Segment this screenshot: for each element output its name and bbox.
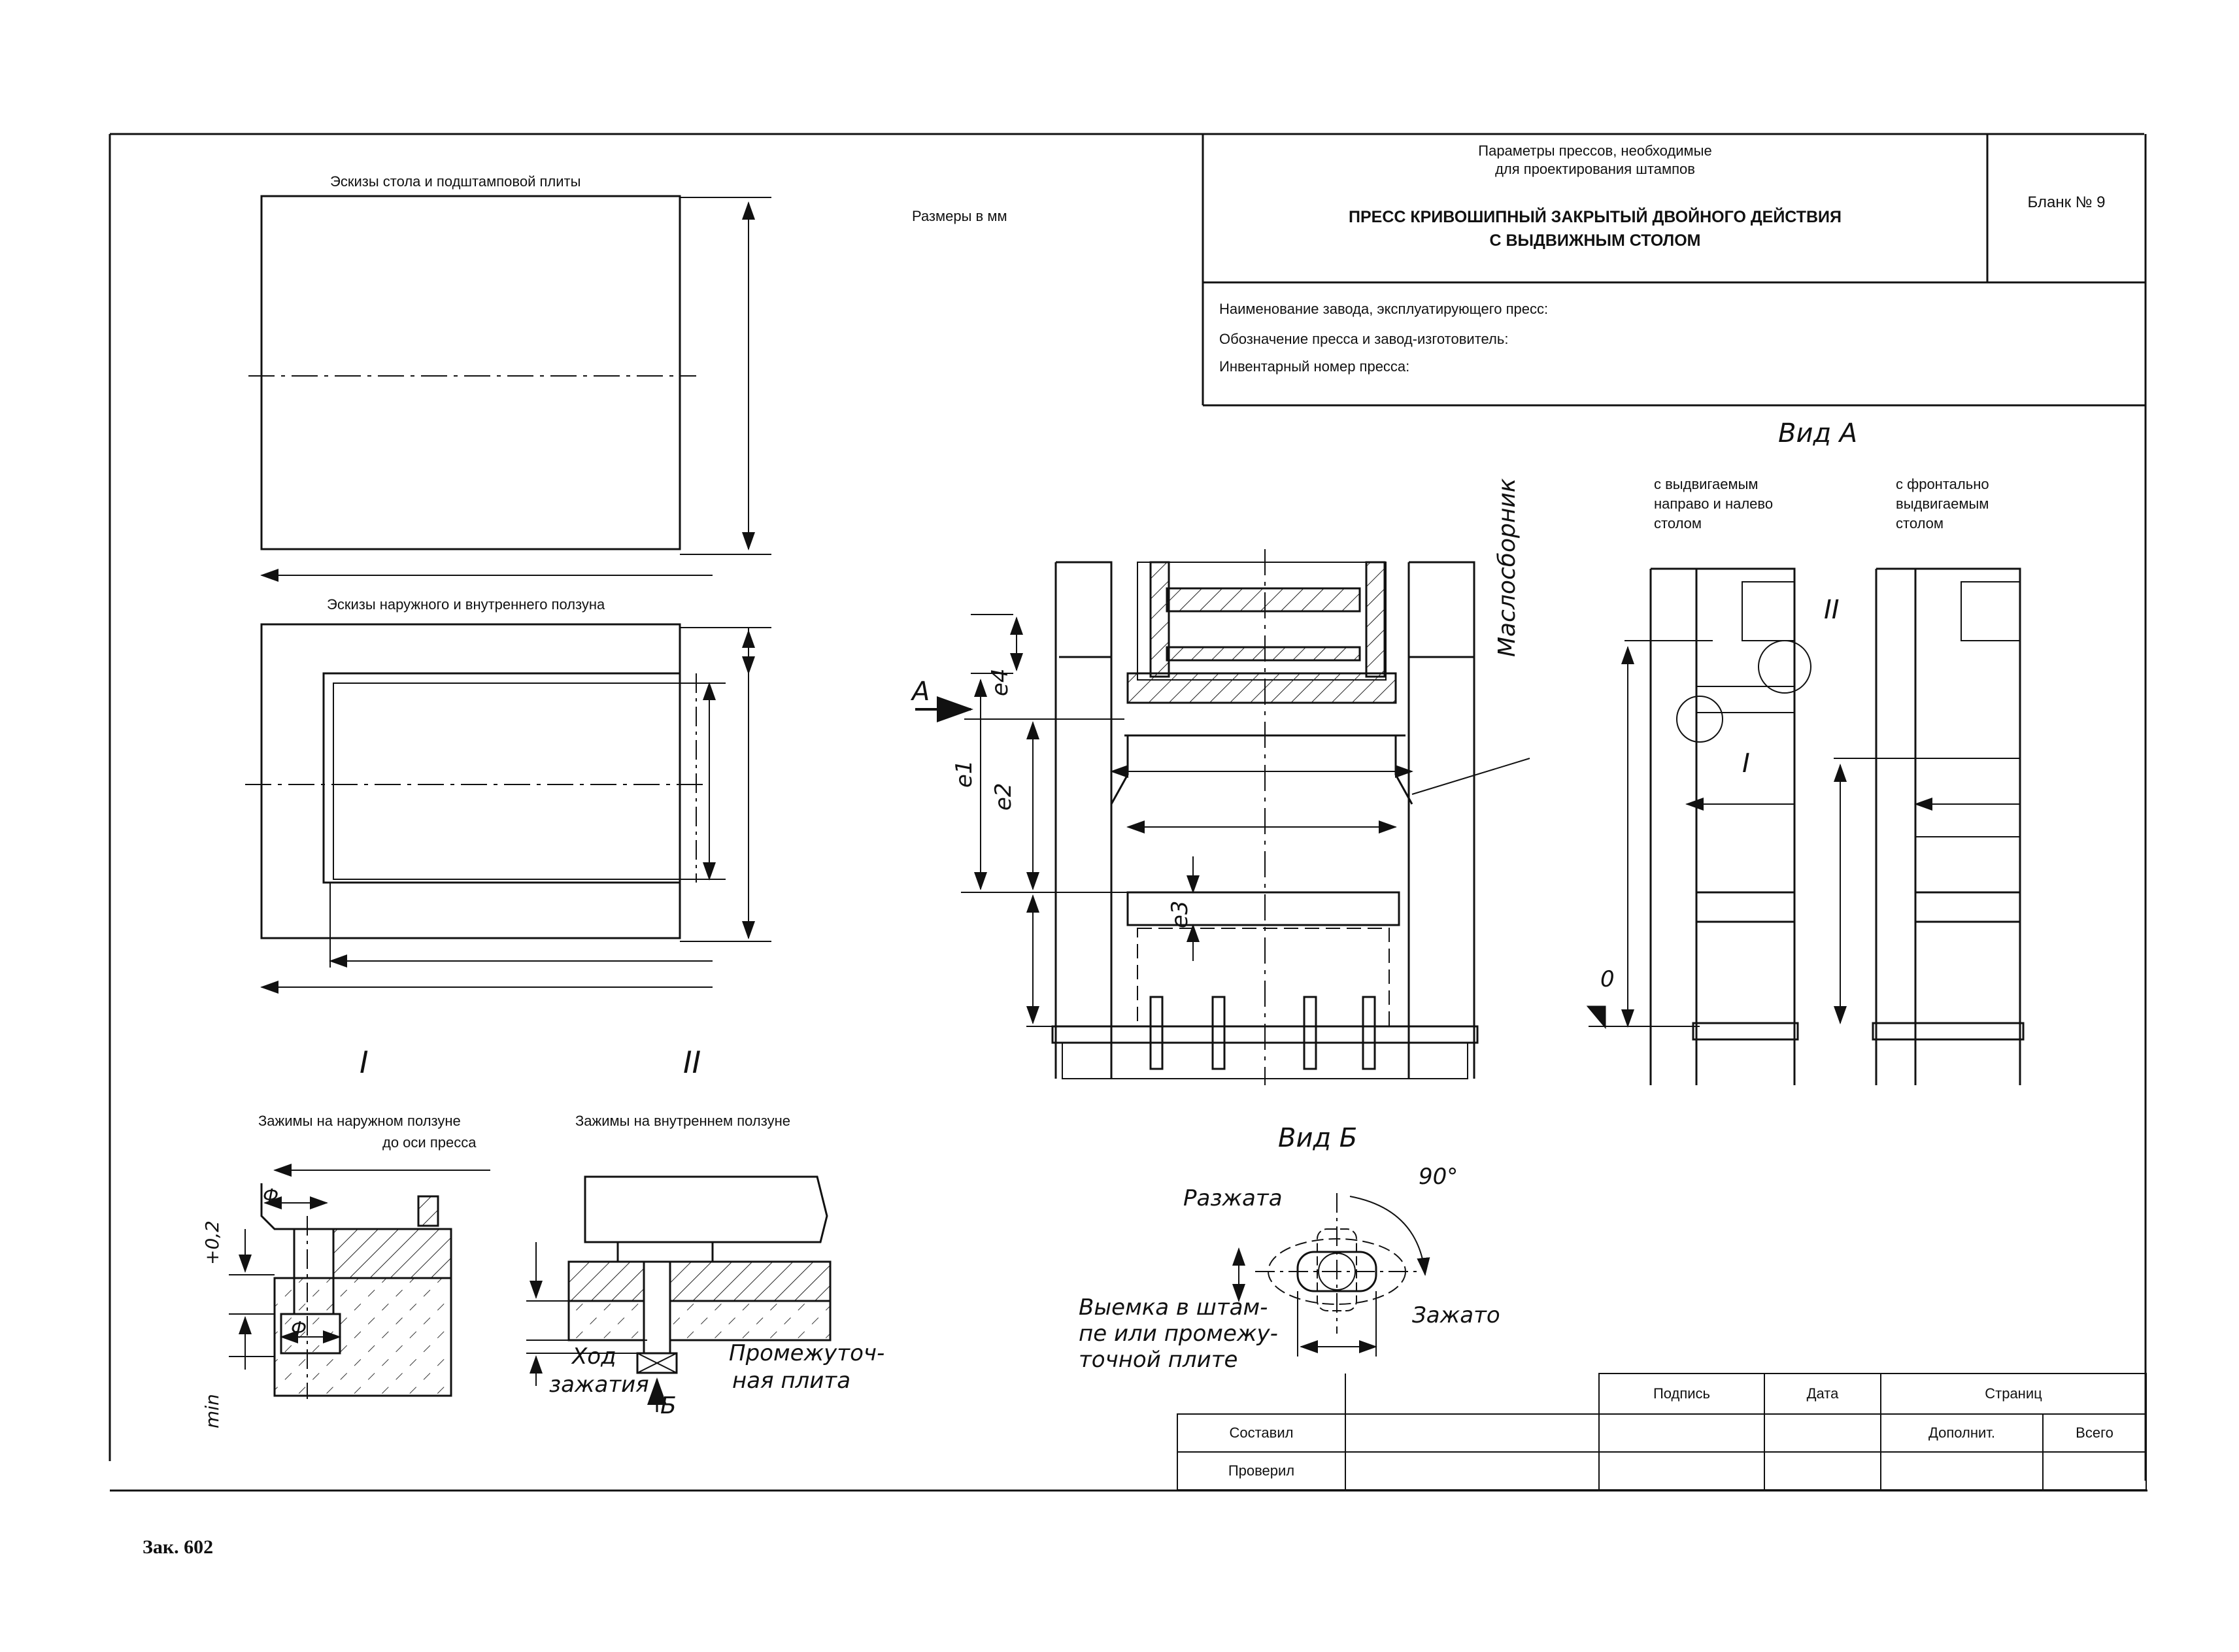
oil-collector-label: Маслосборник (1494, 478, 1521, 658)
dim-e3: e3 (1167, 900, 1193, 928)
view-a-right-caption-3: столом (1896, 515, 1944, 531)
stamp-total-value[interactable] (2042, 1451, 2147, 1491)
min-label: min (201, 1394, 223, 1428)
arrow-a-label: А (912, 677, 930, 707)
detail-1 (229, 1164, 490, 1399)
clamps-inner-title: Зажимы на внутреннем ползуне (575, 1113, 790, 1129)
view-b (1232, 1193, 1430, 1357)
form-number: Бланк № 9 (2027, 194, 2106, 211)
phi-lower: Ф (291, 1317, 307, 1339)
stamp-empty-2 (1345, 1374, 1600, 1415)
phi-upper: Ф (263, 1185, 279, 1206)
sizes-note: Размеры в мм (912, 208, 1007, 224)
view-a-left (1586, 567, 1811, 1085)
detail-1-label: I (360, 1045, 369, 1080)
recess-label-3: точной плите (1079, 1347, 1238, 1373)
stamp-checked-signature[interactable] (1598, 1451, 1765, 1491)
slide-sketch (245, 623, 771, 994)
stamp-empty-1 (1177, 1374, 1346, 1415)
clamped-label: Зажато (1412, 1302, 1500, 1328)
recess-label-1: Выемка в штам- (1079, 1294, 1268, 1321)
stamp-checked-label: Проверил (1177, 1451, 1346, 1491)
slide-sketch-title: Эскизы наружного и внутреннего ползуна (327, 596, 605, 613)
view-a-left-caption-2: направо и налево (1654, 496, 1774, 512)
stroke-label-2: зажатия (549, 1372, 649, 1398)
detail-2 (526, 1175, 832, 1412)
order-number: Зак. 602 (143, 1536, 214, 1558)
header-line-1: Параметры прессов, необходимые (1478, 143, 1712, 159)
view-a-right (1834, 567, 2025, 1085)
stroke-label-1: Ход (572, 1343, 616, 1370)
stamp-additional-header: Дополнит. (1880, 1413, 2044, 1453)
stamp-compiled-signature[interactable] (1598, 1413, 1765, 1453)
clamps-outer-title-2: до оси пресса (382, 1134, 477, 1151)
view-b-title: Вид Б (1278, 1123, 1358, 1153)
view-a-title: Вид А (1778, 418, 1858, 448)
header-line-2: для проектирования штампов (1495, 161, 1695, 177)
stamp-date-header: Дата (1764, 1373, 1881, 1415)
header-title-2: С ВЫДВИЖНЫМ СТОЛОМ (1489, 231, 1701, 250)
stamp-compiled-name[interactable] (1345, 1413, 1600, 1453)
callout-1: I (1742, 749, 1750, 779)
header-box (1202, 134, 2146, 407)
title-stamp: Подпись Дата Страниц Составил Дополнит. … (1177, 1373, 2147, 1491)
intermediate-plate-1: Промежуточ- (729, 1340, 885, 1366)
detail-2-label: II (683, 1045, 701, 1080)
tolerance-label: +0,2 (201, 1221, 223, 1265)
released-label: Разжата (1183, 1185, 1283, 1211)
field-plant-name: Наименование завода, эксплуатирующего пр… (1219, 301, 1549, 317)
view-a-right-caption-2: выдвигаемым (1896, 496, 1989, 512)
table-sketch-title: Эскизы стола и подштамповой плиты (330, 173, 581, 190)
zero-mark: 0 (1600, 966, 1615, 992)
press-front-view (915, 549, 1530, 1085)
clamps-outer-title-1: Зажимы на наружном ползуне (258, 1113, 461, 1129)
field-inventory-number: Инвентарный номер пресса: (1219, 358, 1410, 375)
recess-label-2: пе или промежу- (1079, 1321, 1278, 1347)
stamp-total-header: Всего (2042, 1413, 2147, 1453)
stamp-compiled-date[interactable] (1764, 1413, 1881, 1453)
callout-2: II (1824, 595, 1840, 625)
stamp-checked-name[interactable] (1345, 1451, 1600, 1491)
stamp-pages-header: Страниц (1880, 1373, 2147, 1415)
view-a-left-caption-3: столом (1654, 515, 1702, 531)
stamp-signature-header: Подпись (1598, 1373, 1765, 1415)
intermediate-plate-2: ная плита (732, 1368, 851, 1394)
dim-e1: e1 (951, 760, 977, 788)
header-title-1: ПРЕСС КРИВОШИПНЫЙ ЗАКРЫТЫЙ ДВОЙНОГО ДЕЙС… (1349, 208, 1842, 226)
arrow-b-label: Б (660, 1392, 677, 1419)
angle-label: 90° (1419, 1164, 1458, 1190)
field-press-designation: Обозначение пресса и завод-изготовитель: (1219, 331, 1509, 347)
table-sketch (248, 195, 771, 582)
dim-e2: e2 (990, 783, 1017, 811)
stamp-checked-date[interactable] (1764, 1451, 1881, 1491)
view-a-left-caption-1: с выдвигаемым (1654, 476, 1759, 492)
stamp-additional-value[interactable] (1880, 1451, 2044, 1491)
stamp-compiled-label: Составил (1177, 1413, 1346, 1453)
sheet-frame (109, 133, 2147, 1492)
view-a-right-caption-1: с фронтально (1896, 476, 1989, 492)
dim-e4: e4 (987, 668, 1013, 696)
